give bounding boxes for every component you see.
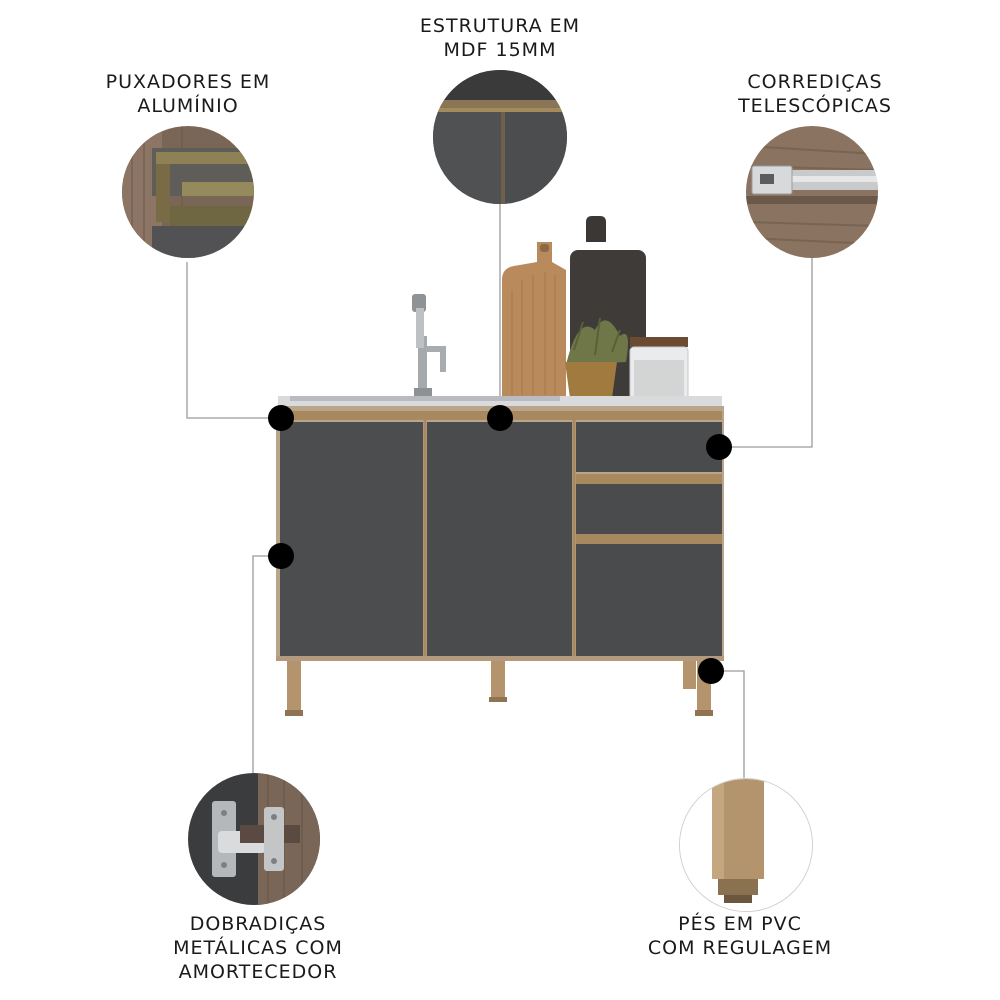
label-slides-line2: TELESCÓPICAS [738,95,892,117]
label-structure-line2: MDF 15MM [443,39,557,61]
label-feet-line2: COM REGULAGEM [647,937,833,959]
dot-hinges [268,543,294,569]
feet-detail-image [679,778,813,912]
glass-jar [629,337,689,402]
faucet [412,294,446,398]
label-hinges-line3: AMORTECEDOR [178,961,338,983]
hinges-detail-image [188,773,320,905]
cabinet-feet [287,661,711,715]
potted-plant [565,317,628,398]
label-handles-line2: ALUMÍNIO [137,95,239,117]
label-slides: CORREDIÇAS TELESCÓPICAS [700,70,930,118]
label-structure-line1: ESTRUTURA EM [419,15,581,37]
dot-feet [698,658,724,684]
label-handles: PUXADORES EM ALUMÍNIO [88,70,288,118]
label-hinges: DOBRADIÇAS METÁLICAS COM AMORTECEDOR [138,912,378,984]
dot-handles [268,405,294,431]
connector-slides [719,258,813,448]
label-feet: PÉS EM PVC COM REGULAGEM [620,912,860,960]
structure-detail-image [433,70,567,204]
label-hinges-line1: DOBRADIÇAS [189,913,327,935]
slides-detail-image [746,126,878,258]
handle-detail-image [122,126,254,258]
label-feet-line1: PÉS EM PVC [678,913,802,935]
dot-slides [706,434,732,460]
label-structure: ESTRUTURA EM MDF 15MM [400,14,600,62]
label-hinges-line2: METÁLICAS COM [173,937,343,959]
label-slides-line1: CORREDIÇAS [747,71,883,93]
label-handles-line1: PUXADORES EM [105,71,271,93]
kitchen-cabinet-illustration [276,216,724,716]
connector-handles [186,262,281,419]
dot-structure [487,405,513,431]
